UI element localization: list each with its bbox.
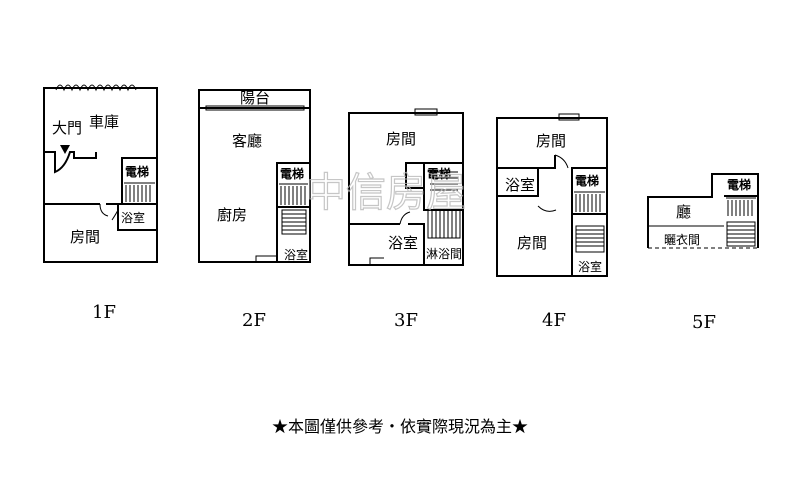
room-elevator-label: 電梯 xyxy=(427,166,451,181)
floor-3f: 房間 電梯 浴室 淋浴間 3F xyxy=(348,108,464,331)
door-3f xyxy=(369,257,384,265)
room-closet-label: 曬衣間 xyxy=(664,232,700,247)
room-bedroom-top-label: 房間 xyxy=(536,132,566,150)
closet-3f xyxy=(405,162,424,189)
door-swing-1f xyxy=(99,203,109,217)
room-entrance-label: 大門 xyxy=(52,119,82,137)
entrance-notch xyxy=(44,151,97,174)
room-living-label: 客廳 xyxy=(232,132,262,150)
door-2f xyxy=(255,255,276,262)
floor-5f-label: 5F xyxy=(692,312,716,333)
room-kitchen-label: 廚房 xyxy=(217,206,247,224)
room-bath-label: 浴室 xyxy=(284,247,308,262)
floor-2f-label: 2F xyxy=(242,310,266,331)
stairs-4f xyxy=(575,225,605,253)
room-balcony-label: 陽台 xyxy=(240,89,270,107)
garage-door-zigzag xyxy=(55,84,137,92)
elevator-5f-hatch xyxy=(726,197,756,216)
room-elevator-label: 電梯 xyxy=(280,166,304,181)
room-elevator-label: 電梯 xyxy=(575,173,599,188)
room-bath-left-label: 浴室 xyxy=(505,176,535,194)
room-bath-label: 浴室 xyxy=(388,234,418,252)
door-swing-4f-top xyxy=(554,154,569,169)
bath-left-4f xyxy=(497,168,539,197)
watermark-text: 中信房屋 xyxy=(306,170,466,216)
room-shower-label: 淋浴間 xyxy=(426,247,462,261)
floor-4f: 房間 浴室 電梯 房間 浴室 4F xyxy=(496,113,608,331)
door-swing-4f-mid xyxy=(537,205,557,212)
door-swing-3f xyxy=(399,211,411,225)
floor-4f-label: 4F xyxy=(542,310,566,331)
entrance-arrow-icon xyxy=(60,145,70,154)
disclaimer-text: ★本圖僅供參考・依實際現況為主★ xyxy=(272,417,528,436)
room-hall-label: 廳 xyxy=(676,203,691,221)
floor-5f: 電梯 廳 曬衣間 5F xyxy=(647,173,759,333)
elevator-2f-hatch xyxy=(279,183,308,205)
room-bedroom-label: 房間 xyxy=(386,130,416,148)
floor-2f: 陽台 客廳 電梯 廚房 浴室 2F xyxy=(198,89,311,331)
elevator-4f-hatch xyxy=(574,191,605,212)
floor-1f-label: 1F xyxy=(92,302,116,323)
bath-door-1f xyxy=(111,209,119,221)
room-elevator-label: 電梯 xyxy=(727,177,751,192)
room-bath-label: 浴室 xyxy=(121,210,145,225)
floor-1f: 車庫 大門 電梯 浴室 房間 1F xyxy=(43,84,158,323)
floor-5f-outline xyxy=(647,173,759,248)
elevator-2f xyxy=(276,162,311,208)
partition-3f xyxy=(349,223,425,265)
elevator-1f-hatch xyxy=(124,182,155,202)
room-elevator-label: 電梯 xyxy=(125,164,149,179)
stairs-5f xyxy=(726,221,756,247)
room-garage-label: 車庫 xyxy=(89,113,119,131)
balcony-window xyxy=(205,105,305,111)
room-bedroom-label: 房間 xyxy=(70,228,100,246)
floor-3f-label: 3F xyxy=(394,310,418,331)
stairs-2f xyxy=(281,209,307,235)
room-bedroom-label: 房間 xyxy=(517,234,547,252)
elevator-3f-hatch xyxy=(430,171,458,191)
stairs-3f xyxy=(427,209,461,239)
bath-1f xyxy=(117,204,157,231)
room-bath-label: 浴室 xyxy=(578,259,602,274)
window-4f xyxy=(558,113,580,121)
partition-4f-top xyxy=(497,155,556,169)
elevator-4f xyxy=(571,167,608,215)
window-3f xyxy=(414,108,438,116)
